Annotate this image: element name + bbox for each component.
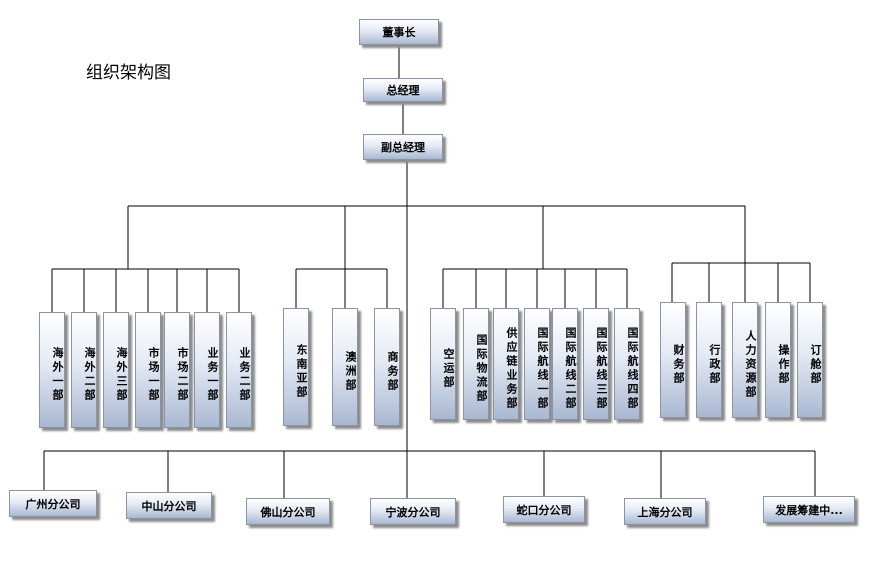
branch-box: 广州分公司	[9, 490, 97, 517]
dept-box: 订舱部	[797, 302, 823, 418]
dept-box: 国际航线四部	[614, 308, 640, 420]
dept-box: 市场二部	[164, 312, 190, 428]
dept-box: 国际物流部	[463, 308, 489, 420]
branch-box: 上海分公司	[624, 498, 706, 525]
dept-box: 供应链业务部	[493, 308, 519, 420]
dept-box: 操作部	[765, 302, 791, 418]
dept-box: 东南亚部	[283, 308, 309, 426]
branch-box: 发展筹建中...	[763, 496, 855, 523]
chairman-box: 董事长	[359, 19, 439, 45]
branch-box: 中山分公司	[126, 492, 212, 519]
dept-box: 业务一部	[194, 312, 220, 428]
chart-title: 组织架构图	[86, 63, 171, 83]
branch-box: 宁波分公司	[370, 498, 456, 525]
dept-box: 市场一部	[135, 312, 161, 428]
dept-box: 国际航线一部	[524, 308, 550, 420]
dept-box: 业务二部	[226, 312, 252, 428]
dept-box: 国际航线三部	[583, 308, 609, 420]
dept-box: 财务部	[660, 302, 686, 418]
dept-box: 人力资源部	[732, 302, 758, 418]
general-manager-box: 总经理	[363, 78, 443, 102]
dept-box: 国际航线二部	[552, 308, 578, 420]
dept-box: 行政部	[696, 302, 722, 418]
dept-box: 海外一部	[39, 312, 65, 428]
branch-box: 佛山分公司	[246, 498, 330, 525]
dept-box: 海外二部	[71, 312, 97, 428]
branch-box: 蛇口分公司	[503, 496, 585, 523]
dept-box: 空运部	[430, 308, 456, 420]
deputy-general-manager-box: 副总经理	[363, 134, 443, 160]
dept-box: 澳洲部	[332, 308, 358, 426]
dept-box: 海外三部	[103, 312, 129, 428]
dept-box: 商务部	[374, 308, 400, 426]
